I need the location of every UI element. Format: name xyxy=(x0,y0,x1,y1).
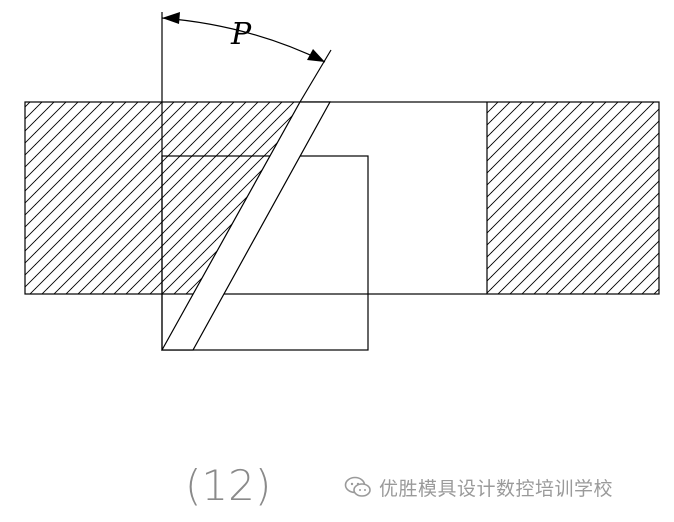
dimension-label: P xyxy=(230,17,252,52)
dimension-arrow-right xyxy=(307,49,325,62)
dimension-arrow-left xyxy=(162,12,180,24)
watermark: 优胜模具设计数控培训学校 xyxy=(343,472,613,502)
figure-number: (12) xyxy=(185,461,271,510)
inclined-extension-line xyxy=(299,49,332,103)
wechat-icon xyxy=(344,476,371,497)
inclined-slot xyxy=(160,101,332,351)
dimension-arc xyxy=(161,17,326,63)
watermark-text: 优胜模具设计数控培训学校 xyxy=(379,477,614,500)
left-section-hatch xyxy=(25,102,300,294)
right-section-hatch xyxy=(487,102,659,294)
section-outline xyxy=(24,101,660,295)
